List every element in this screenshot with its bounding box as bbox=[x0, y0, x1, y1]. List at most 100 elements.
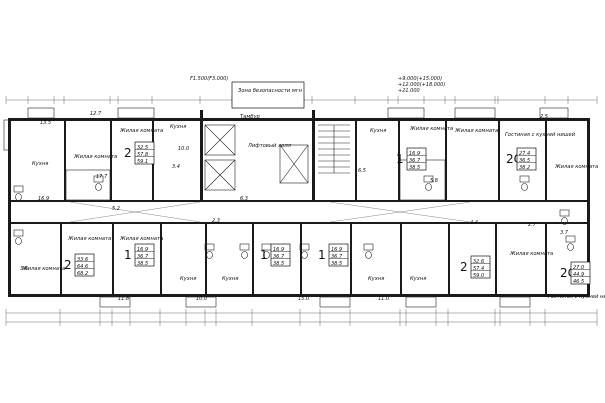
area-box-frame bbox=[406, 147, 427, 171]
apartment-area-value: 57.4 bbox=[473, 266, 484, 272]
apartment-room-count: 1 bbox=[318, 248, 326, 262]
room-area-value: 11.8 bbox=[118, 296, 129, 302]
area-box-frame bbox=[270, 243, 291, 267]
room-label: Гостиная с кухней нишей bbox=[505, 132, 576, 138]
apartment-area-box: 1 16.936.738.5 bbox=[124, 243, 155, 267]
area-box-frame bbox=[74, 253, 95, 277]
top-elev-right-1: +9.000(+15.000) bbox=[398, 76, 442, 82]
room-label: Кухня bbox=[410, 276, 426, 282]
room-area-value: 3.6 bbox=[20, 266, 28, 272]
room-area-value: 16.9 bbox=[38, 196, 49, 202]
area-box-frame bbox=[516, 147, 537, 171]
room-label: Кухня bbox=[180, 276, 196, 282]
room-label: Жилая комната bbox=[67, 236, 111, 242]
apartment-room-count: 2 bbox=[124, 146, 132, 160]
apartment-area-value: 27.0 bbox=[573, 265, 584, 271]
room-label: Кухня bbox=[370, 128, 386, 134]
apartment-area-value: 38.5 bbox=[331, 261, 342, 267]
room-label: Кухня bbox=[368, 276, 384, 282]
apartment-area-value: 36.5 bbox=[519, 158, 530, 164]
apartment-area-value: 16.9 bbox=[409, 151, 420, 157]
room-area-value: 12.7 bbox=[90, 111, 102, 117]
apartment-area-value: 33.6 bbox=[77, 257, 88, 263]
corridor-markings bbox=[69, 201, 471, 223]
room-area-value: 10.0 bbox=[196, 296, 207, 302]
apartment-area-box: 1 16.936.738.5 bbox=[396, 147, 427, 171]
apartment-area-value: 36.7 bbox=[331, 254, 343, 260]
room-area-value: 2.5 bbox=[540, 114, 548, 120]
room-area-value: 15.0 bbox=[298, 296, 309, 302]
room-label: Жилая комната bbox=[454, 128, 498, 134]
apartment-area-value: 32.6 bbox=[473, 259, 484, 265]
top-elev-left: F1.500(F3.000) bbox=[190, 76, 228, 82]
apartment-area-box: 1 16.936.738.5 bbox=[260, 243, 291, 267]
apartment-area-value: 16.9 bbox=[273, 247, 284, 253]
apartment-area-value: 46.5 bbox=[573, 279, 584, 285]
apartment-room-count: 1 bbox=[260, 248, 268, 262]
apartment-area-value: 38.2 bbox=[519, 165, 530, 171]
room-area-value: 6.5 bbox=[358, 168, 366, 174]
apartment-area-value: 36.7 bbox=[273, 254, 285, 260]
room-area-value: 17.7 bbox=[96, 174, 108, 180]
room-area-value: 2.3 bbox=[212, 218, 220, 224]
room-label: Гостиная с кухней нишей bbox=[548, 294, 605, 300]
room-label: Жилая комната bbox=[509, 251, 553, 257]
area-box-frame bbox=[570, 261, 591, 285]
apartment-area-value: 68.2 bbox=[77, 271, 88, 277]
safety-zone-label: Зона безопасности мгн bbox=[238, 88, 303, 94]
room-area-value: 5.8 bbox=[430, 178, 438, 184]
apartment-area-value: 59.1 bbox=[137, 159, 148, 165]
room-area-value: 13.5 bbox=[40, 120, 51, 126]
area-box-frame bbox=[134, 243, 155, 267]
labels: Зона безопасности мгн F1.500(F3.000) +9.… bbox=[21, 76, 605, 300]
balconies-top bbox=[3, 107, 569, 151]
apartment-room-count: 2 bbox=[460, 260, 468, 274]
room-area-value: 11.0 bbox=[378, 296, 389, 302]
room-area-value: 5.2 bbox=[112, 206, 120, 212]
apartment-area-value: 38.5 bbox=[137, 261, 148, 267]
apartment-area-value: 36.7 bbox=[409, 158, 421, 164]
apartment-area-value: 36.7 bbox=[137, 254, 149, 260]
room-label: Кухня bbox=[170, 124, 186, 130]
top-elev-right-3: +21.000 bbox=[398, 88, 420, 94]
room-label: Жилая комната bbox=[73, 154, 117, 160]
apartment-room-count: 2 bbox=[64, 258, 72, 272]
apartment-area-value: 38.5 bbox=[409, 165, 420, 171]
room-area-value: 3.7 bbox=[560, 230, 569, 236]
corridor-label: Тамбур bbox=[240, 114, 261, 120]
outer-walls bbox=[8, 118, 590, 297]
room-label: Жилая комната bbox=[119, 128, 163, 134]
room-label: Кухня bbox=[222, 276, 238, 282]
apartment-area-box: 2 32.657.459.0 bbox=[460, 255, 491, 279]
room-label: Жилая комната bbox=[119, 236, 163, 242]
area-box-frame bbox=[470, 255, 491, 279]
apartment-area-value: 16.9 bbox=[137, 247, 148, 253]
room-area-value: 4.4 bbox=[470, 220, 478, 226]
room-label: Жилая комната bbox=[409, 126, 453, 132]
apartment-room-count: 1 bbox=[124, 248, 132, 262]
lift-hall-label: Лифтовый холл bbox=[247, 143, 292, 149]
room-label: Кухня bbox=[32, 161, 48, 167]
balconies-bottom bbox=[99, 296, 531, 308]
room-label: Жилая комната bbox=[554, 164, 598, 170]
room-area-value: 3.4 bbox=[172, 164, 180, 170]
partitions-lower bbox=[60, 224, 547, 294]
apartment-room-count: 1 bbox=[396, 152, 404, 166]
apartment-area-value: 59.0 bbox=[473, 273, 484, 279]
apartment-area-value: 44.9 bbox=[573, 272, 584, 278]
apartment-area-value: 27.4 bbox=[519, 151, 530, 157]
bottom-dimension-line bbox=[5, 309, 598, 326]
area-box-frame bbox=[328, 243, 349, 267]
apartment-area-value: 57.8 bbox=[137, 152, 148, 158]
room-area-value: 6.3 bbox=[240, 196, 248, 202]
room-label: Жилая комната bbox=[21, 266, 65, 272]
apartment-area-value: 38.5 bbox=[273, 261, 284, 267]
